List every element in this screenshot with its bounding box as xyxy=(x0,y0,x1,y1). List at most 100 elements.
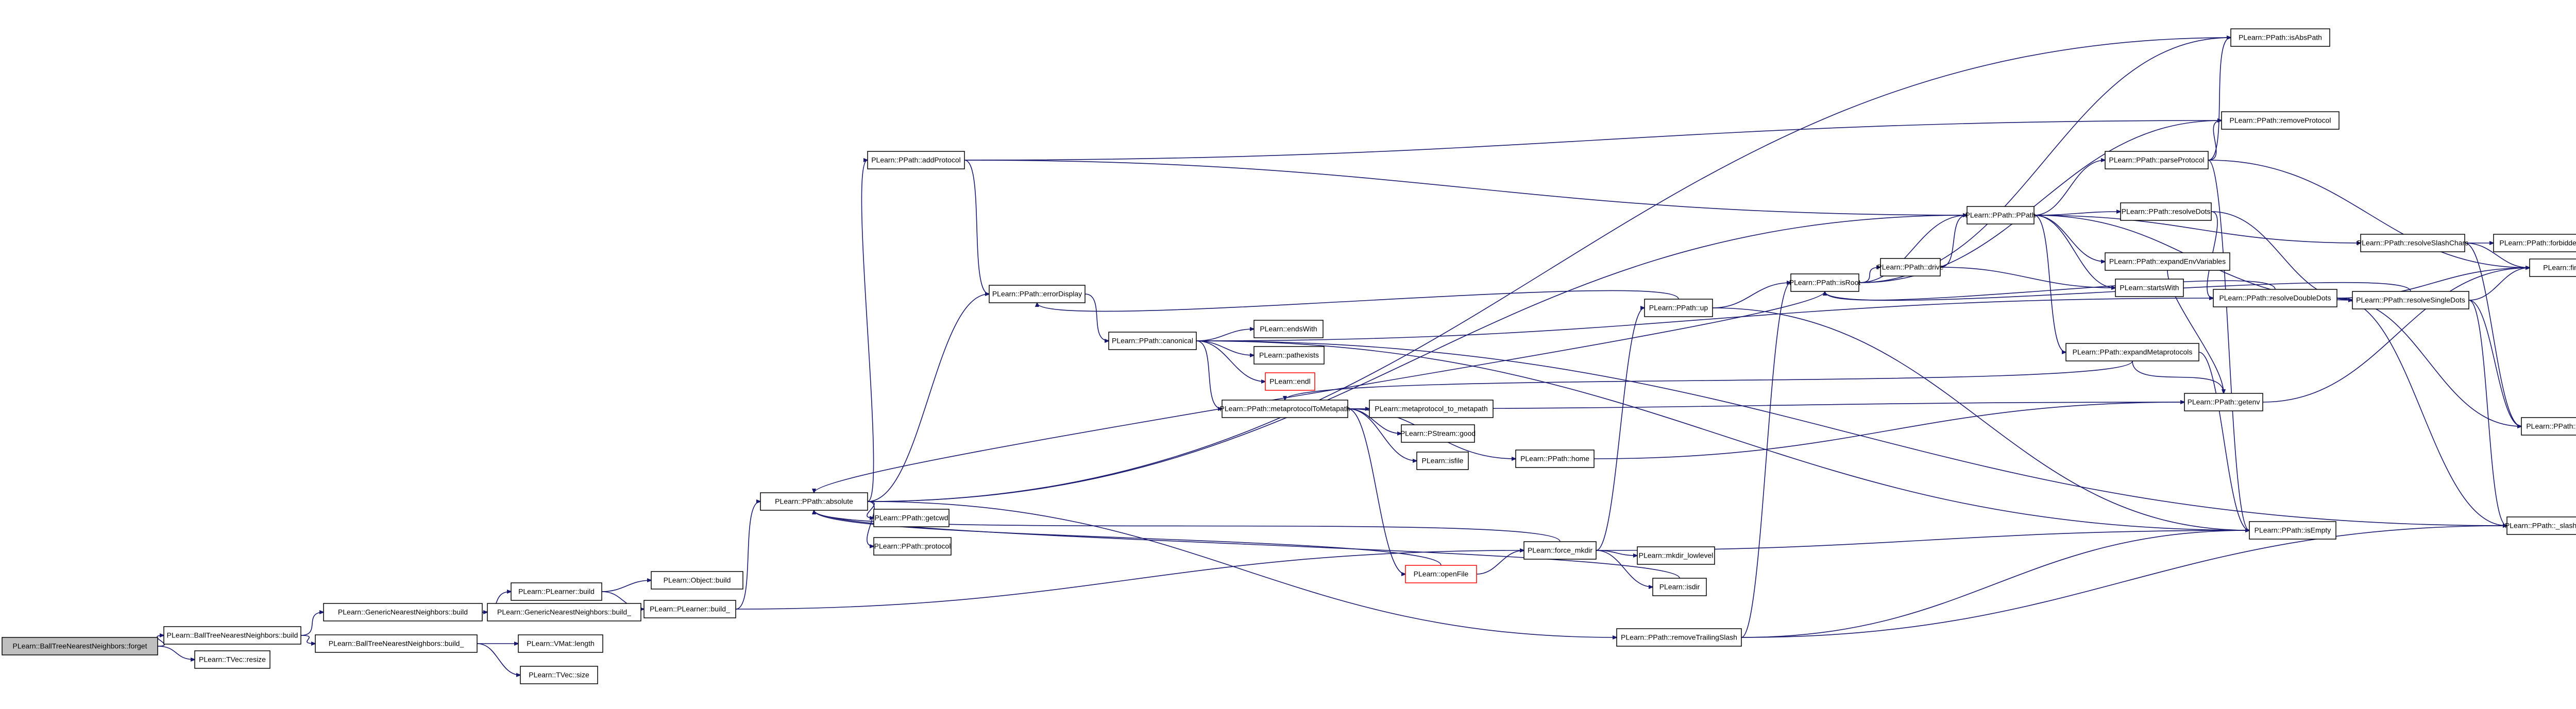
node-plearn-balltreenearestneighbors-build[interactable]: PLearn::BallTreeNearestNeighbors::build_ xyxy=(315,634,478,653)
edge-plearn-ppath-canonical-to-plearn-ppath-resolvedoubledots xyxy=(1196,298,2213,341)
node-plearn-ppath-isroot[interactable]: PLearn::PPath::isRoot xyxy=(1789,273,1861,292)
node-label: PLearn::PLearner::build xyxy=(518,587,595,596)
node-box xyxy=(315,634,478,653)
node-plearn-ppath-protocol[interactable]: PLearn::PPath::protocol xyxy=(873,537,952,556)
edge-plearn-ppath-canonical-to-plearn-ppath-slash-char xyxy=(1196,340,2507,526)
edge-plearn-ppath-canonical-to-plearn-endl xyxy=(1196,340,1265,382)
node-label: PLearn::PPath::isEmpty xyxy=(2255,526,2331,534)
edge-plearn-ppath-absolute-to-plearn-ppath-removetrailingslash xyxy=(867,501,1617,637)
node-label: PLearn::PPath::expandEnvVariables xyxy=(2109,257,2226,266)
node-label: PLearn::PPath::forbidden_chars xyxy=(2499,239,2576,247)
node-box xyxy=(2521,417,2576,436)
node-box xyxy=(1644,299,1713,317)
node-plearn-ppath-up[interactable]: PLearn::PPath::up xyxy=(1644,299,1713,317)
node-plearn-ppath-removeprotocol[interactable]: PLearn::PPath::removeProtocol xyxy=(2221,111,2340,130)
node-plearn-ppath-canonical[interactable]: PLearn::PPath::canonical xyxy=(1108,332,1197,350)
node-plearn-openfile[interactable]: PLearn::openFile xyxy=(1405,565,1477,583)
node-plearn-isfile[interactable]: PLearn::isfile xyxy=(1416,452,1469,470)
node-plearn-vmat-length[interactable]: PLearn::VMat::length xyxy=(518,634,603,653)
node-plearn-find[interactable]: PLearn::find xyxy=(2529,258,2576,277)
node-plearn-startswith[interactable]: PLearn::startsWith xyxy=(2115,279,2184,297)
node-label: PLearn::isfile xyxy=(1422,457,1464,465)
node-plearn-ppath-getcwd[interactable]: PLearn::PPath::getcwd xyxy=(873,509,950,527)
node-box xyxy=(2506,516,2576,535)
node-label: PLearn::PPath::_slash_char xyxy=(2505,522,2576,530)
node-plearn-endl[interactable]: PLearn::endl xyxy=(1265,372,1315,391)
node-box xyxy=(867,151,965,169)
node-plearn-tvec-size[interactable]: PLearn::TVec::size xyxy=(520,666,598,684)
node-plearn-ppath-absolute[interactable]: PLearn::PPath::absolute xyxy=(760,492,868,511)
node-box xyxy=(1265,372,1315,391)
node-box xyxy=(2,637,158,655)
node-box xyxy=(1523,541,1597,560)
node-label: PLearn::PPath::up xyxy=(1649,304,1708,312)
node-label: PLearn::PPath::protocol xyxy=(874,542,951,550)
node-plearn-balltreenearestneighbors-build[interactable]: PLearn::BallTreeNearestNeighbors::build xyxy=(163,626,301,645)
edge-plearn-ppath-errordisplay-to-plearn-ppath-canonical xyxy=(1084,293,1109,341)
node-box xyxy=(1108,332,1197,350)
node-label: PLearn::PPath::drive xyxy=(1877,263,1943,271)
node-plearn-ppath-resolvesingledots[interactable]: PLearn::PPath::resolveSingleDots xyxy=(2352,291,2469,309)
node-plearn-ppath-removetrailingslash[interactable]: PLearn::PPath::removeTrailingSlash xyxy=(1616,628,1742,647)
edge-plearn-ppath-up-to-plearn-ppath-errordisplay xyxy=(1037,290,1679,312)
edge-plearn-balltreenearestneighbors-build-to-plearn-genericnearestneighbors-build xyxy=(300,612,324,636)
edge-plearn-force-mkdir-to-plearn-isdir xyxy=(1596,550,1653,587)
node-plearn-balltreenearestneighbors-forget[interactable]: PLearn::BallTreeNearestNeighbors::forget xyxy=(2,637,158,655)
node-box xyxy=(2493,234,2576,252)
node-label: PLearn::TVec::size xyxy=(529,671,589,679)
node-box xyxy=(1967,206,2035,224)
node-label: PLearn::PPath::absolute xyxy=(775,497,853,506)
node-plearn-pstream-good[interactable]: PLearn::PStream::good xyxy=(1400,424,1476,443)
node-plearn-tvec-resize[interactable]: PLearn::TVec::resize xyxy=(194,650,270,669)
node-plearn-endswith[interactable]: PLearn::endsWith xyxy=(1253,320,1324,338)
node-box xyxy=(873,537,952,556)
node-plearn-ppath-isabspath[interactable]: PLearn::PPath::isAbsPath xyxy=(2230,28,2330,47)
node-plearn-pathexists[interactable]: PLearn::pathexists xyxy=(1253,346,1325,365)
node-plearn-genericnearestneighbors-build[interactable]: PLearn::GenericNearestNeighbors::build_ xyxy=(487,603,641,621)
edge-plearn-ppath-getenv-to-plearn-find xyxy=(2262,268,2530,403)
node-plearn-plearner-build[interactable]: PLearn::PLearner::build xyxy=(511,582,602,601)
node-plearn-ppath-resolveslashchars[interactable]: PLearn::PPath::resolveSlashChars xyxy=(2357,234,2468,252)
node-box xyxy=(2065,343,2199,361)
node-label: PLearn::endsWith xyxy=(1260,325,1317,333)
node-plearn-genericnearestneighbors-build[interactable]: PLearn::GenericNearestNeighbors::build xyxy=(323,603,483,621)
node-label: PLearn::GenericNearestNeighbors::build xyxy=(338,608,468,616)
node-label: PLearn::mkdir_lowlevel xyxy=(1639,551,1714,560)
node-plearn-ppath-slash-char[interactable]: PLearn::PPath::_slash_char xyxy=(2505,516,2576,535)
node-plearn-ppath-ppath[interactable]: PLearn::PPath::PPath xyxy=(1965,206,2036,224)
node-label: PLearn::BallTreeNearestNeighbors::build xyxy=(167,631,298,639)
node-plearn-object-build[interactable]: PLearn::Object::build xyxy=(651,571,743,590)
node-plearn-ppath-expandenvvariables[interactable]: PLearn::PPath::expandEnvVariables xyxy=(2105,252,2230,271)
edge-plearn-plearner-build-to-plearn-object-build xyxy=(601,580,651,592)
node-plearn-ppath-resolvedoubledots[interactable]: PLearn::PPath::resolveDoubleDots xyxy=(2213,289,2337,307)
node-plearn-plearner-build[interactable]: PLearn::PLearner::build_ xyxy=(643,600,736,618)
node-label: PLearn::PStream::good xyxy=(1400,429,1476,438)
node-box xyxy=(520,666,598,684)
node-plearn-ppath-metaprotocoltometapath[interactable]: PLearn::PPath::metaprotocolToMetapath xyxy=(1220,400,1350,418)
node-plearn-mkdir-lowlevel[interactable]: PLearn::mkdir_lowlevel xyxy=(1637,546,1715,565)
node-plearn-ppath-isempty[interactable]: PLearn::PPath::isEmpty xyxy=(2249,521,2336,540)
node-plearn-ppath-getenv[interactable]: PLearn::PPath::getenv xyxy=(2184,393,2263,411)
edge-plearn-ppath-parseprotocol-to-plearn-ppath-removeprotocol xyxy=(2208,120,2222,161)
node-box xyxy=(643,600,736,618)
node-plearn-metaprotocol-to-metapath[interactable]: PLearn::metaprotocol_to_metapath xyxy=(1369,400,1494,418)
node-plearn-ppath-expandmetaprotocols[interactable]: PLearn::PPath::expandMetaprotocols xyxy=(2065,343,2199,361)
node-plearn-ppath-forbidden-chars[interactable]: PLearn::PPath::forbidden_chars xyxy=(2493,234,2576,252)
node-plearn-ppath-drive[interactable]: PLearn::PPath::drive xyxy=(1877,258,1944,276)
edge-plearn-ppath-absolute-to-plearn-ppath-isabspath xyxy=(867,38,2231,502)
node-plearn-ppath-parseprotocol[interactable]: PLearn::PPath::parseProtocol xyxy=(2105,151,2209,169)
edge-plearn-ppath-isroot-to-plearn-ppath-absolute xyxy=(814,291,1825,493)
node-plearn-ppath-resolvedots[interactable]: PLearn::PPath::resolveDots xyxy=(2120,202,2212,221)
node-plearn-force-mkdir[interactable]: PLearn::force_mkdir xyxy=(1523,541,1597,560)
edge-plearn-ppath-addprotocol-to-plearn-ppath-errordisplay xyxy=(964,160,989,294)
node-plearn-ppath-errordisplay[interactable]: PLearn::PPath::errorDisplay xyxy=(989,285,1086,303)
node-plearn-isdir[interactable]: PLearn::isdir xyxy=(1652,578,1707,596)
edge-plearn-force-mkdir-to-plearn-ppath-up xyxy=(1596,308,1645,551)
node-box xyxy=(1790,273,1859,292)
edge-plearn-ppath-canonical-to-plearn-ppath-metaprotocoltometapath xyxy=(1196,340,1222,409)
node-plearn-ppath-home[interactable]: PLearn::PPath::home xyxy=(1515,449,1595,468)
node-box xyxy=(487,603,641,621)
node-plearn-ppath-slash[interactable]: PLearn::PPath::_slash xyxy=(2521,417,2576,436)
node-plearn-ppath-addprotocol[interactable]: PLearn::PPath::addProtocol xyxy=(867,151,965,169)
